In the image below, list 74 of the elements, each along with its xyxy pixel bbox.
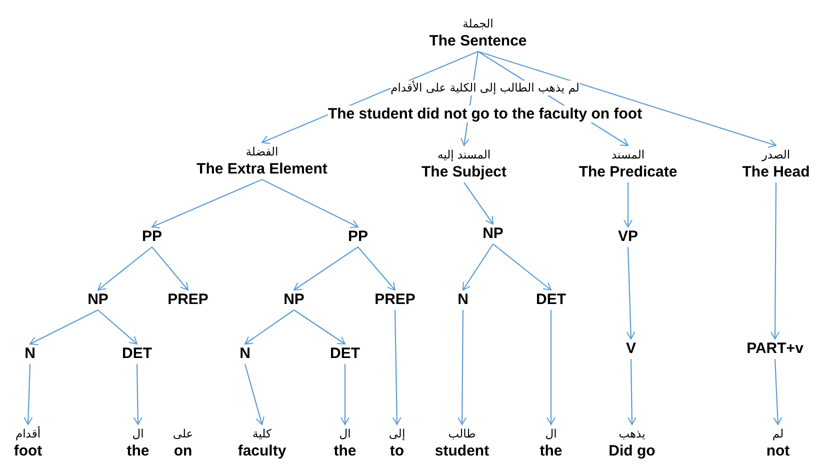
category-label: PREP xyxy=(168,291,208,309)
word-label: foot xyxy=(14,442,42,460)
english-label: The Predicate xyxy=(578,164,678,180)
arabic-label: المسند xyxy=(611,148,645,162)
arabic-label: ال xyxy=(545,426,557,440)
arabic-label: يذهب xyxy=(618,426,646,440)
arrow xyxy=(464,182,494,224)
arrow xyxy=(624,182,632,228)
arrow xyxy=(358,246,396,290)
arabic-label: الجملة xyxy=(462,16,494,30)
word-label: the xyxy=(334,442,356,460)
arabic-label: طالب xyxy=(448,426,476,440)
arrow xyxy=(244,364,264,425)
category-label: PREP xyxy=(374,291,416,309)
arabic-label: إلى xyxy=(388,426,406,440)
english-label: The Extra Element xyxy=(196,160,328,178)
arrow xyxy=(24,364,33,425)
arrow xyxy=(30,310,98,345)
category-label: N xyxy=(240,345,250,363)
arrow xyxy=(152,246,188,290)
category-label: NP xyxy=(482,225,504,243)
arrow xyxy=(627,359,636,425)
arrow xyxy=(98,310,138,344)
arrow xyxy=(770,182,780,340)
arrow xyxy=(262,179,358,228)
category-label: NP xyxy=(88,291,108,309)
word-label: student xyxy=(434,442,490,460)
word-label: the xyxy=(540,442,562,460)
arrow xyxy=(98,246,152,290)
arrow xyxy=(492,244,552,290)
arabic-label: على xyxy=(172,426,194,440)
arabic-label: الصدر xyxy=(762,148,790,162)
category-label: V xyxy=(626,340,636,358)
category-label: PP xyxy=(142,228,162,246)
arrow xyxy=(392,310,402,425)
category-label: N xyxy=(24,345,36,363)
english-label: The Head xyxy=(742,164,810,180)
category-label: DET xyxy=(536,291,566,309)
arabic-label: أقدام xyxy=(15,426,41,440)
word-label: to xyxy=(390,442,404,460)
arabic-label: المسند إليه xyxy=(437,148,491,162)
category-label: DET xyxy=(122,345,152,363)
arrow xyxy=(458,310,467,425)
category-label: PP xyxy=(348,228,368,246)
category-label: PART+v xyxy=(746,340,804,358)
arrow xyxy=(546,310,556,425)
word-label: on xyxy=(174,442,192,460)
arrow xyxy=(152,179,262,228)
english-label: The Sentence xyxy=(429,32,527,50)
arrow xyxy=(294,310,346,344)
category-label: N xyxy=(458,291,468,309)
arabic-label: ال xyxy=(132,426,144,440)
arrow xyxy=(340,364,350,425)
arrow xyxy=(462,244,494,290)
arrow xyxy=(773,358,782,425)
english-label: The Subject xyxy=(422,164,506,180)
category-label: DET xyxy=(330,345,360,363)
arabic-label: لم xyxy=(772,426,784,440)
word-label: Did go xyxy=(608,442,656,460)
category-label: VP xyxy=(618,228,638,246)
word-label: the xyxy=(126,442,150,460)
category-label: NP xyxy=(284,291,304,309)
arrow xyxy=(478,50,776,148)
arrow xyxy=(133,364,142,425)
sentence-label: The student did not go to the faculty on foot xyxy=(328,106,642,122)
sentence-arabic: لم يذهب الطالب إلى الكلية على الأقدام xyxy=(390,80,580,96)
arabic-label: ال xyxy=(339,426,351,440)
arabic-label: كلية xyxy=(252,426,272,440)
arabic-label: الفضلة xyxy=(246,144,278,158)
arrow xyxy=(244,310,294,344)
word-label: not xyxy=(766,442,790,460)
arrow xyxy=(294,246,358,290)
word-label: faculty xyxy=(238,442,286,460)
arrow xyxy=(626,246,636,340)
